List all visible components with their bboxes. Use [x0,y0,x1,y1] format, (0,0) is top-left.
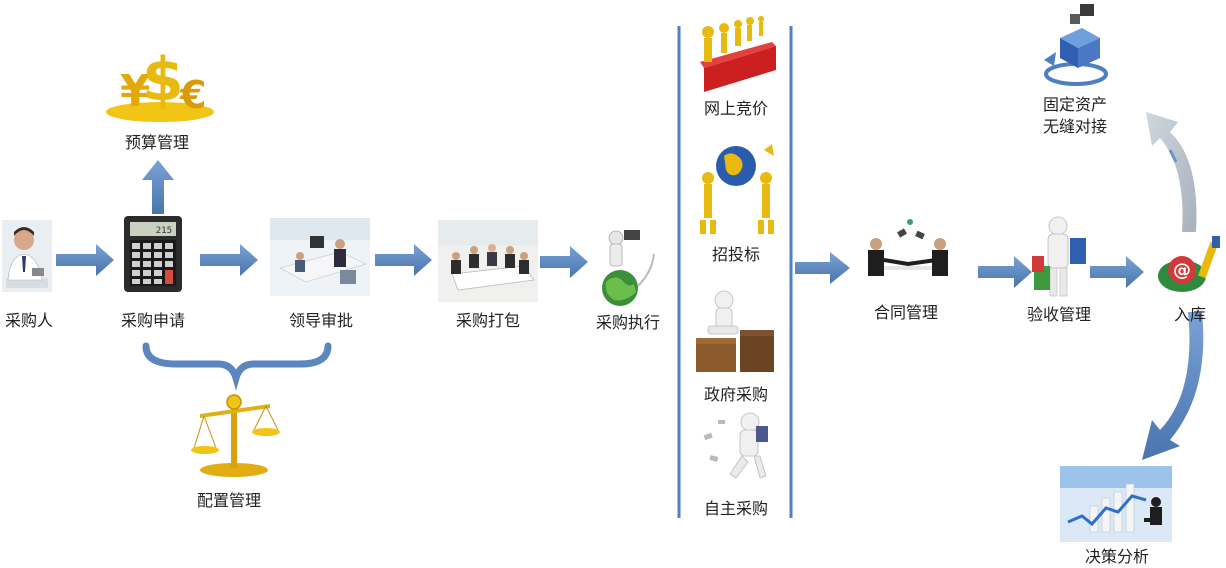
running-figure-icon [703,412,768,479]
arrow-purchaser-to-request [56,244,114,276]
decision-node [1060,466,1172,542]
calculator-display: 215 [156,226,172,236]
budget-label: 预算管理 [124,133,189,152]
contract-label: 合同管理 [873,303,938,322]
acceptance-node [1030,212,1088,300]
fixed-assets-node [1040,2,1110,92]
budget-node: ¥ $ € [100,36,220,124]
warehousing-label: 入库 [1173,305,1206,324]
sparkle-lines [1168,149,1178,163]
arrow-contract-to-acceptance [978,256,1032,288]
arrow-approval-to-package [375,244,432,276]
svg-text:$: $ [142,45,184,115]
globe-laptop-icon [602,230,655,306]
arrow-package-to-execution [540,246,588,278]
tender-label: 招投标 [711,245,760,264]
purchase-execution-label: 采购执行 [595,313,660,332]
contract-node [858,216,962,296]
gov-procurement-node [694,286,778,376]
currency-icon: ¥ $ € [106,45,214,122]
arrow-warehousing-to-fixed-assets [1146,112,1197,232]
warehousing-node: @ [1152,232,1226,298]
calculator-icon: 215 [124,216,182,292]
balance-scale-icon [191,394,280,477]
analytics-chart-icon [1060,466,1172,542]
purchase-package-label: 采购打包 [455,311,520,330]
team-meeting-icon [438,220,538,302]
arrow-methods-to-contract [795,252,850,284]
svg-text:€: € [179,73,206,117]
office-meeting-icon [270,218,370,296]
fixed-assets-label-2: 无缝对接 [1042,117,1107,136]
arrow-warehousing-to-decision [1142,312,1204,460]
arrow-acceptance-to-warehousing [1090,256,1144,288]
arrow-request-to-budget [142,160,174,214]
acceptance-label: 验收管理 [1026,305,1091,324]
svg-text:@: @ [1173,260,1191,281]
purchase-request-node: 215 [122,214,184,294]
businessman-icon [2,220,52,292]
svg-text:¥: ¥ [120,66,151,117]
purchaser-node [2,220,52,292]
leader-approval-label: 领导审批 [288,311,353,330]
online-bidding-label: 网上竞价 [703,99,768,118]
globe-figures-icon [700,144,774,234]
auction-figures-icon [700,16,776,92]
handshake-meeting-icon [868,219,948,276]
self-procurement-label: 自主采购 [703,499,768,518]
shopping-figure-icon [1032,216,1086,297]
email-warehouse-icon: @ [1158,236,1220,292]
arrow-request-to-approval [200,244,258,276]
brace-to-allocation [142,342,332,391]
allocation-node [186,384,282,480]
purchase-execution-node [592,218,662,308]
purchase-request-label: 采购申请 [120,311,185,330]
self-procurement-node [700,408,780,492]
purchase-package-node [438,220,538,302]
purchaser-label: 采购人 [4,311,53,330]
fixed-assets-label-1: 固定资产 [1042,95,1107,114]
tender-node [694,140,780,238]
online-bidding-node [694,12,780,92]
leader-approval-node [270,218,370,296]
figure-boxes-icon [696,290,774,372]
decision-label: 决策分析 [1084,547,1149,566]
allocation-label: 配置管理 [196,491,261,510]
gov-procurement-label: 政府采购 [703,385,768,404]
assets-cubes-icon [1044,4,1108,86]
